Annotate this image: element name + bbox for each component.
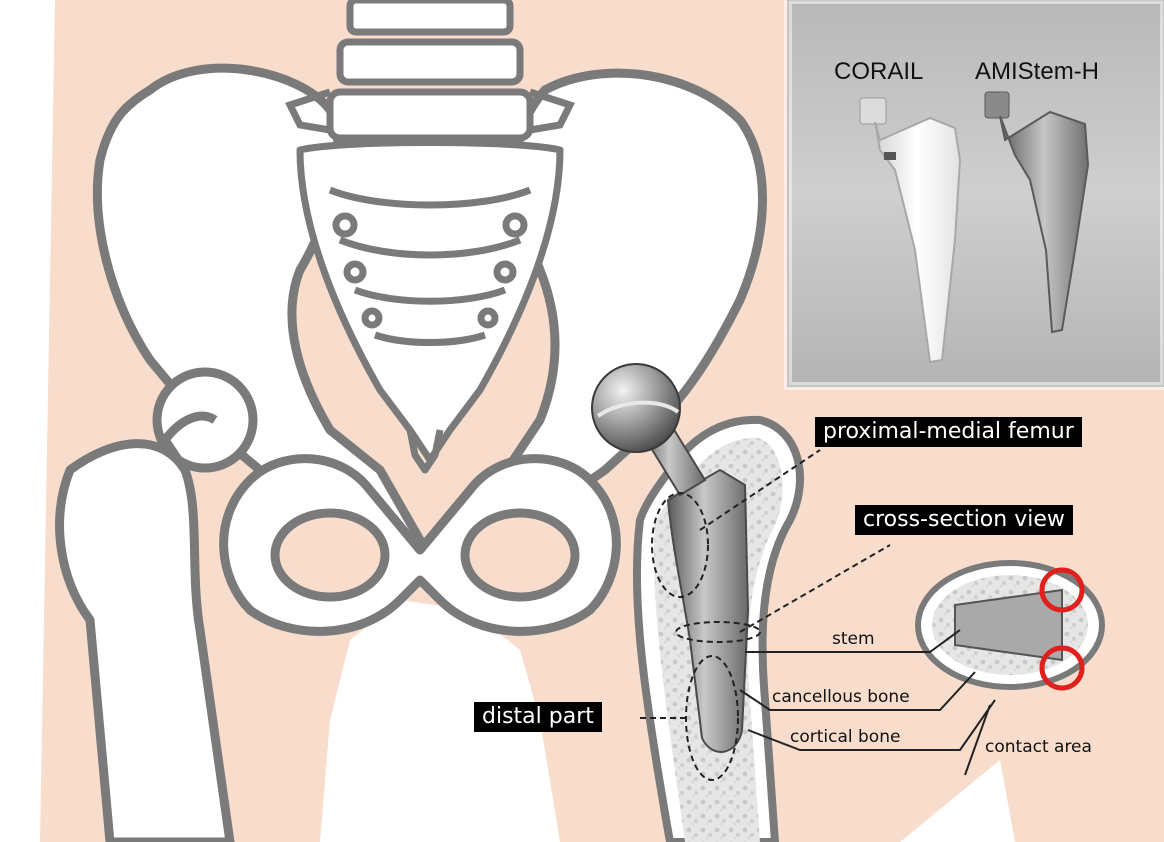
callout-cross-section-view: cross-section view — [855, 505, 1073, 535]
label-stem: stem — [832, 628, 875, 650]
cross-section-diagram — [918, 563, 1102, 688]
label-cortical-bone: cortical bone — [790, 726, 900, 748]
implant-name-amistem-h: AMIStem-H — [975, 58, 1099, 86]
label-cancellous-bone: cancellous bone — [772, 686, 910, 708]
label-contact-area: contact area — [985, 736, 1092, 758]
implant-name-corail: CORAIL — [834, 58, 923, 86]
callout-distal-part: distal part — [474, 702, 602, 732]
callout-proximal-medial-femur: proximal-medial femur — [815, 417, 1082, 447]
